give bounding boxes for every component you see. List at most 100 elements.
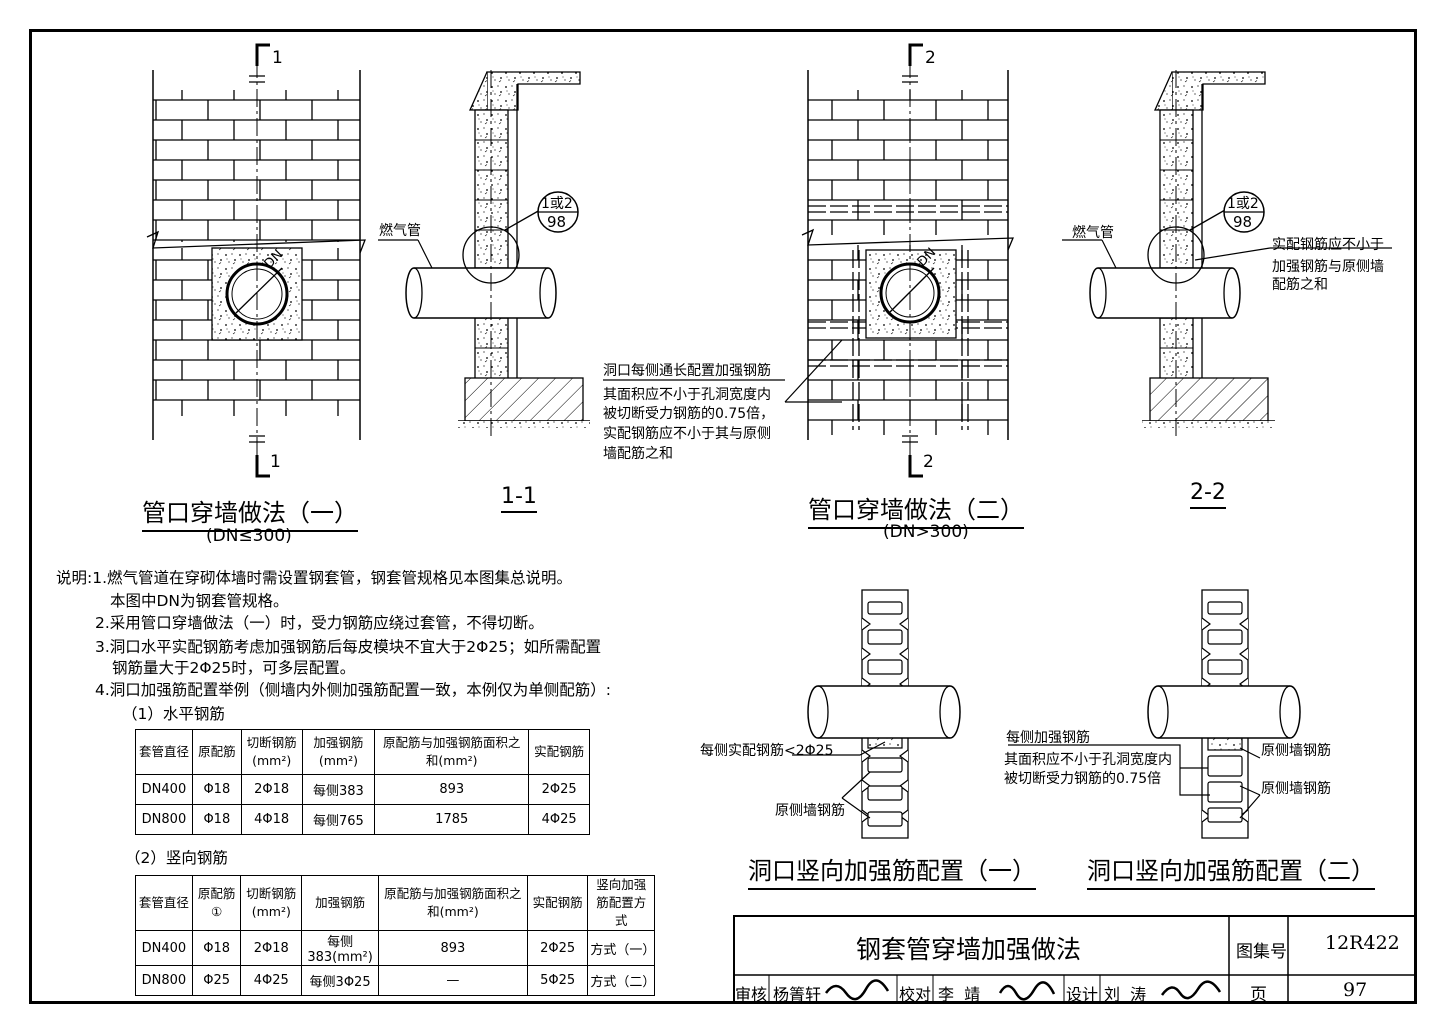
table-cell: 2Φ18 bbox=[240, 930, 303, 966]
title-block-title: 钢套管穿墙加强做法 bbox=[856, 935, 1082, 964]
table-cell: 893 bbox=[374, 774, 530, 805]
table-cell: 每侧765 bbox=[301, 804, 376, 835]
table-row: DN400 Φ18 2Φ18 每侧383 893 2Φ25 bbox=[135, 774, 590, 805]
plan2-sec-mark-top: 2 bbox=[925, 48, 936, 68]
plan-2-drawing bbox=[603, 43, 1014, 478]
reviewer-name: 杨箐轩 bbox=[773, 985, 822, 1004]
plan2-note-1: 洞口每侧通长配置加强钢筋 bbox=[603, 363, 771, 379]
table1-caption: （1）水平钢筋 bbox=[122, 705, 225, 723]
vertical2-label-left-1: 每侧加强钢筋 bbox=[1006, 730, 1090, 746]
table-cell: 5Φ25 bbox=[526, 965, 589, 996]
note-line-2: 本图中DN为钢套管规格。 bbox=[110, 592, 289, 610]
designer-name: 刘 涛 bbox=[1104, 985, 1147, 1004]
vertical-2-drawing bbox=[1008, 589, 1301, 839]
table-header: 实配钢筋 bbox=[526, 875, 589, 931]
page-number: 97 bbox=[1343, 979, 1368, 1001]
horizontal-rebar-table: 套管直径 原配筋 切断钢筋(mm²) 加强钢筋(mm²) 原配筋与加强钢筋面积之… bbox=[135, 729, 590, 835]
section1-title: 1-1 bbox=[501, 484, 537, 513]
vertical2-label-left-2: 其面积应不小于孔洞宽度内 bbox=[1004, 752, 1172, 768]
table-header-row: 套管直径 原配筋① 切断钢筋(mm²) 加强钢筋 原配筋与加强钢筋面积之和(mm… bbox=[135, 875, 655, 931]
section-1-drawing bbox=[378, 70, 590, 440]
plan2-note-4: 实配钢筋应不小于其与原侧 bbox=[603, 426, 771, 442]
table-cell: 方式（一） bbox=[587, 930, 655, 966]
table-row: DN800 Φ25 4Φ25 每侧3Φ25 — 5Φ25 方式（二） bbox=[135, 965, 655, 996]
table-cell: Φ25 bbox=[191, 965, 242, 996]
table-cell: 2Φ18 bbox=[240, 774, 303, 805]
table-header: 原配筋与加强钢筋面积之和(mm²) bbox=[378, 875, 528, 931]
plan2-note-2: 其面积应不小于孔洞宽度内 bbox=[603, 387, 771, 403]
table-cell: 每侧383 bbox=[301, 774, 376, 805]
table-header-row: 套管直径 原配筋 切断钢筋(mm²) 加强钢筋(mm²) 原配筋与加强钢筋面积之… bbox=[135, 729, 590, 775]
section2-detail-ref-bottom: 98 bbox=[1233, 213, 1253, 231]
title-block bbox=[733, 915, 1417, 1004]
note-line-4: 3.洞口水平实配钢筋考虑加强钢筋后每皮模块不宜大于2Φ25；如所需配置 bbox=[95, 638, 602, 656]
section2-note-3: 配筋之和 bbox=[1272, 277, 1328, 293]
table-cell: Φ18 bbox=[191, 930, 242, 966]
table-cell: 方式（二） bbox=[587, 965, 655, 996]
section1-detail-ref-top: 1或2 bbox=[541, 196, 573, 212]
plan2-sec-mark-bottom: 2 bbox=[923, 452, 934, 472]
table-cell: DN800 bbox=[135, 965, 193, 996]
vertical1-label-top: 每侧实配钢筋<2Φ25 bbox=[700, 743, 834, 759]
vertical2-label-right-top: 原侧墙钢筋 bbox=[1261, 743, 1331, 759]
plan1-sec-mark-bottom: 1 bbox=[270, 452, 281, 472]
table-header: 原配筋 bbox=[191, 729, 242, 775]
note-line-6: 4.洞口加强筋配置举例（侧墙内外侧加强筋配置一致，本例仅为单侧配筋）: bbox=[95, 681, 612, 699]
section1-pipe-label: 燃气管 bbox=[379, 223, 421, 239]
table-cell: DN400 bbox=[135, 930, 193, 966]
vertical-1-drawing bbox=[792, 589, 961, 839]
review-label: 审核 bbox=[735, 985, 768, 1004]
table-header: 原配筋与加强钢筋面积之和(mm²) bbox=[374, 729, 530, 775]
vertical1-title: 洞口竖向加强筋配置（一） bbox=[748, 851, 1036, 890]
table-header: 原配筋① bbox=[191, 875, 242, 931]
section1-detail-ref-bottom: 98 bbox=[547, 213, 567, 231]
table-cell: 1785 bbox=[374, 804, 530, 835]
table2-caption: （2）竖向钢筋 bbox=[125, 849, 228, 867]
plan-1-drawing bbox=[146, 43, 366, 478]
table-row: DN800 Φ18 4Φ18 每侧765 1785 4Φ25 bbox=[135, 804, 590, 835]
table-cell: DN400 bbox=[135, 774, 193, 805]
table-header: 竖向加强筋配置方式 bbox=[587, 875, 655, 931]
table-row: DN400 Φ18 2Φ18 每侧383(mm²) 893 2Φ25 方式（一） bbox=[135, 930, 655, 966]
plan1-subtitle: (DN≤300) bbox=[206, 526, 292, 546]
plan2-title: 管口穿墙做法（二） bbox=[808, 490, 1024, 529]
plan2-note-3: 被切断受力钢筋的0.75倍， bbox=[603, 406, 775, 422]
table-header: 加强钢筋(mm²) bbox=[301, 729, 376, 775]
vertical2-label-right-bottom: 原侧墙钢筋 bbox=[1261, 781, 1331, 797]
atlas-number: 12R422 bbox=[1325, 932, 1400, 954]
table-cell: Φ18 bbox=[191, 804, 242, 835]
table-cell: 4Φ25 bbox=[240, 965, 303, 996]
section2-note-1: 实配钢筋应不小于 bbox=[1272, 237, 1384, 253]
table-cell: 每侧3Φ25 bbox=[301, 965, 379, 996]
note-line-3: 2.采用管口穿墙做法（一）时，受力钢筋应绕过套管，不得切断。 bbox=[95, 614, 544, 632]
check-label: 校对 bbox=[899, 985, 932, 1004]
table-cell: 4Φ18 bbox=[240, 804, 303, 835]
page-label: 页 bbox=[1250, 985, 1267, 1005]
section2-note-2: 加强钢筋与原侧墙 bbox=[1272, 259, 1384, 275]
section2-pipe-label: 燃气管 bbox=[1072, 225, 1114, 241]
table-cell: 4Φ25 bbox=[528, 804, 590, 835]
table-header: 套管直径 bbox=[135, 875, 193, 931]
table-cell: 2Φ25 bbox=[528, 774, 590, 805]
plan1-title: 管口穿墙做法（一） bbox=[142, 493, 358, 532]
drawing-border bbox=[29, 29, 1417, 1004]
table-cell: Φ18 bbox=[191, 774, 242, 805]
section2-detail-ref-top: 1或2 bbox=[1227, 196, 1259, 212]
note-line-1: 说明:1.燃气管道在穿砌体墙时需设置钢套管，钢套管规格见本图集总说明。 bbox=[56, 569, 573, 587]
plan1-sec-mark-top: 1 bbox=[272, 48, 283, 68]
table-header: 切断钢筋(mm²) bbox=[240, 875, 303, 931]
section2-title: 2-2 bbox=[1190, 480, 1226, 509]
table-cell: DN800 bbox=[135, 804, 193, 835]
atlas-label: 图集号 bbox=[1236, 942, 1287, 962]
table-header: 加强钢筋 bbox=[301, 875, 379, 931]
table-cell: 每侧383(mm²) bbox=[301, 930, 379, 966]
table-header: 实配钢筋 bbox=[528, 729, 590, 775]
vertical-rebar-table: 套管直径 原配筋① 切断钢筋(mm²) 加强钢筋 原配筋与加强钢筋面积之和(mm… bbox=[135, 875, 655, 996]
table-header: 套管直径 bbox=[135, 729, 193, 775]
table-cell: — bbox=[378, 965, 528, 996]
table-cell: 2Φ25 bbox=[526, 930, 589, 966]
plan2-subtitle: (DN>300) bbox=[883, 522, 969, 542]
title-block-lines bbox=[733, 915, 1417, 1004]
design-label: 设计 bbox=[1066, 985, 1099, 1004]
